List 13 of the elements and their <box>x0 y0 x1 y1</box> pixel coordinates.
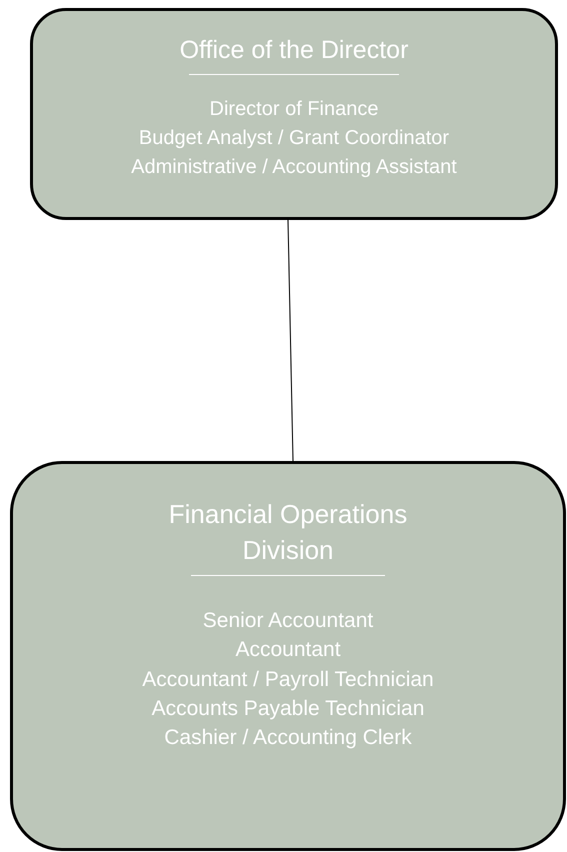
unit-title: Financial Operations Division <box>168 498 408 568</box>
position-title: Accountant <box>235 637 341 664</box>
position-title: Director of Finance <box>210 97 378 122</box>
position-title: Accountant / Payroll Technician <box>142 666 434 693</box>
org-unit-box <box>10 461 566 851</box>
unit-title: Office of the Director <box>178 35 410 66</box>
org-unit-box <box>30 8 558 220</box>
connector-line <box>288 220 294 462</box>
position-title: Cashier / Accounting Clerk <box>164 725 412 752</box>
position-title: Administrative / Accounting Assistant <box>131 155 457 180</box>
position-title: Accounts Payable Technician <box>152 696 424 722</box>
position-title: Budget Analyst / Grant Coordinator <box>138 126 450 151</box>
position-title: Senior Accountant <box>202 608 374 634</box>
